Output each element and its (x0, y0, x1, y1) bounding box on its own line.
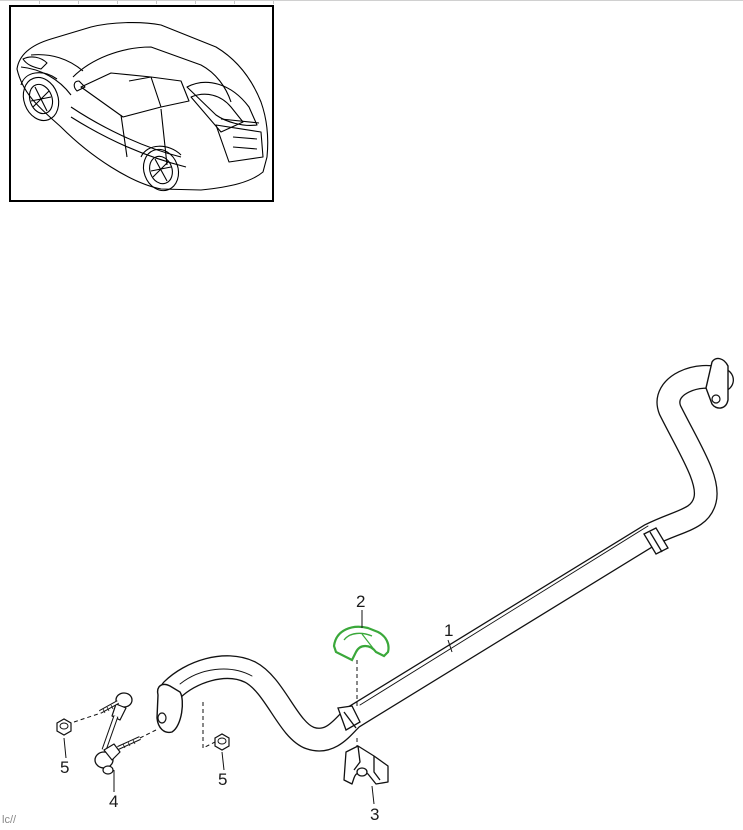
part-5-nut-right[interactable] (214, 733, 230, 751)
bar-bushing-right (643, 527, 669, 555)
part-5-nut-left[interactable] (56, 718, 72, 736)
bar-bushing-left (337, 705, 361, 731)
nut-axis-line-right (202, 702, 216, 749)
link-axis-line (139, 729, 157, 739)
top-separator (0, 0, 743, 4)
callout-part-3: 3 (370, 805, 380, 824)
car-illustration (16, 21, 269, 192)
callout-part-5-right: 5 (218, 770, 228, 789)
bar-left-eye (156, 683, 184, 734)
callout-part-1: 1 (444, 621, 454, 640)
nut-axis-line-left (73, 713, 99, 723)
callout-part-2: 2 (356, 592, 366, 611)
leader-lines (63, 610, 453, 805)
callout-part-5-left: 5 (60, 758, 70, 777)
vehicle-thumbnail (9, 5, 274, 202)
stabilizer-bar (160, 364, 734, 752)
corner-text: lc// (2, 814, 17, 826)
callout-part-4: 4 (109, 792, 119, 811)
bar-right-eye (705, 357, 729, 409)
part-3-bracket[interactable] (343, 745, 389, 785)
part-2-bushing-highlighted[interactable] (332, 625, 390, 662)
part-4-coupling-link[interactable] (94, 692, 141, 775)
